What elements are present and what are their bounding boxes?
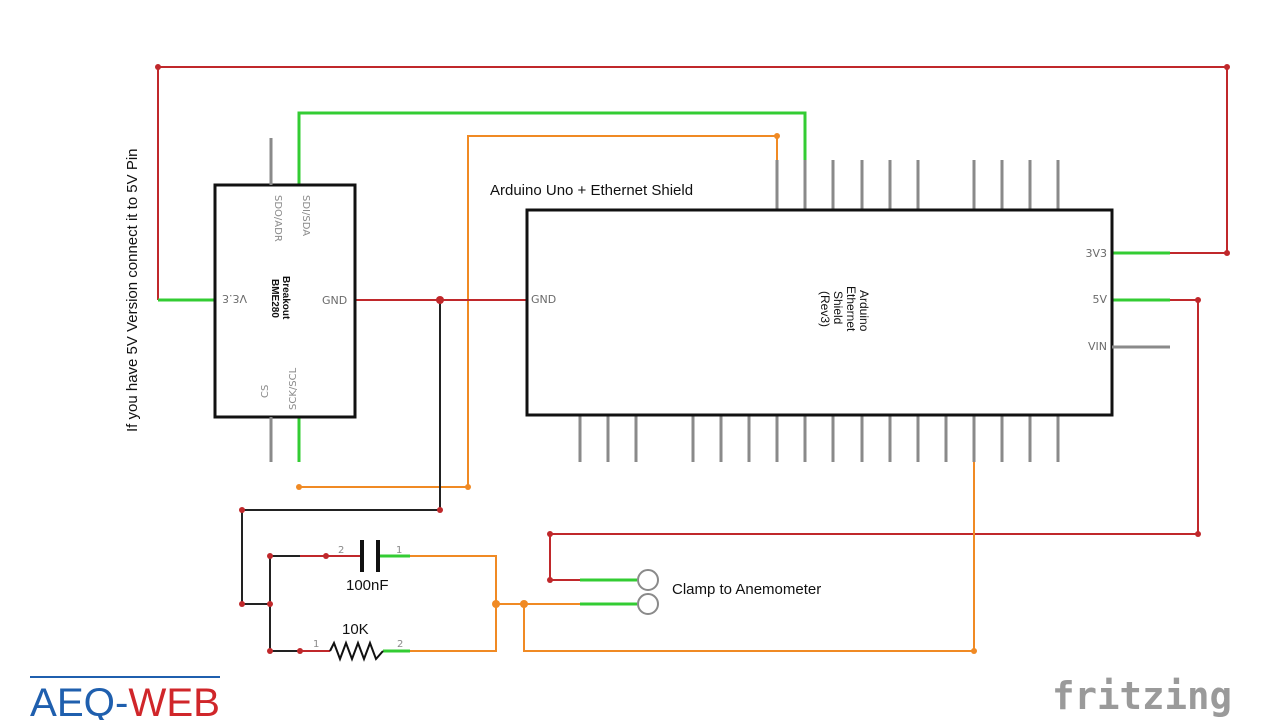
bme280-title-2: Breakout	[280, 276, 291, 320]
arduino-label-gnd: GND	[531, 293, 556, 306]
arduino-chip-label: Arduino Ethernet Shield (Rev3)	[818, 286, 871, 332]
junction-dots	[155, 64, 1230, 654]
res-pin-2: 2	[397, 639, 403, 650]
arduino-label-vin: VIN	[1088, 340, 1107, 353]
bme280-label-sdi: SDI/SDA	[300, 195, 311, 236]
bme280-label-vcc: 3.3V	[222, 292, 247, 305]
bme280-label-gnd: GND	[322, 294, 347, 307]
arduino-board: Arduino Uno + Ethernet Shield A5/SCLA4/S…	[490, 160, 1170, 462]
res-pin-1: 1	[313, 639, 319, 650]
chip-line-4: (Rev3)	[818, 291, 832, 327]
logo-aeq: AEQ-	[30, 681, 128, 720]
arduino-label-3v3: 3V3	[1085, 247, 1107, 260]
fritzing-logo: fritzing	[1052, 674, 1232, 718]
bme280-label-sdo: SDO/ADR	[272, 195, 283, 242]
bme280-label-sck: SCK/SCL	[288, 367, 299, 410]
chip-line-1: Arduino	[857, 290, 871, 332]
resistor: 1 2 10K	[313, 621, 403, 662]
wire-scl	[299, 135, 778, 488]
arduino-label-5v: 5V	[1092, 293, 1107, 306]
aeq-web-text: AEQ-WEB	[30, 681, 220, 720]
aeq-web-logo: AEQ-WEB	[30, 676, 220, 720]
cap-pin-2: 2	[338, 545, 344, 556]
chip-line-2: Ethernet	[844, 286, 858, 332]
cap-pin-1: 1	[396, 545, 402, 556]
bme280-title-1: BME280	[269, 279, 280, 318]
arduino-body	[525, 208, 1114, 417]
wire-cap-right	[410, 555, 497, 652]
wire-d3	[523, 462, 975, 652]
bme280-body	[213, 183, 357, 419]
clamp-label: Clamp to Anemometer	[672, 581, 821, 598]
wire-5v	[549, 299, 1199, 581]
capacitor: 2 1 100nF	[338, 540, 402, 594]
bme280-breakout: SDO/ADR SDI/SDA CS SCK/SCL 3.3V GND BME2…	[213, 138, 357, 462]
logo-web: WEB	[128, 681, 220, 720]
bme280-label-cs: CS	[260, 385, 271, 398]
capacitor-value: 100nF	[346, 577, 389, 594]
chip-line-3: Shield	[831, 291, 845, 324]
anemometer-clamp: Clamp to Anemometer	[637, 569, 821, 615]
arduino-heading: Arduino Uno + Ethernet Shield	[490, 182, 693, 199]
vertical-note: If you have 5V Version connect it to 5V …	[124, 148, 141, 432]
resistor-value: 10K	[342, 621, 369, 638]
junction-dots-orange	[296, 133, 977, 654]
